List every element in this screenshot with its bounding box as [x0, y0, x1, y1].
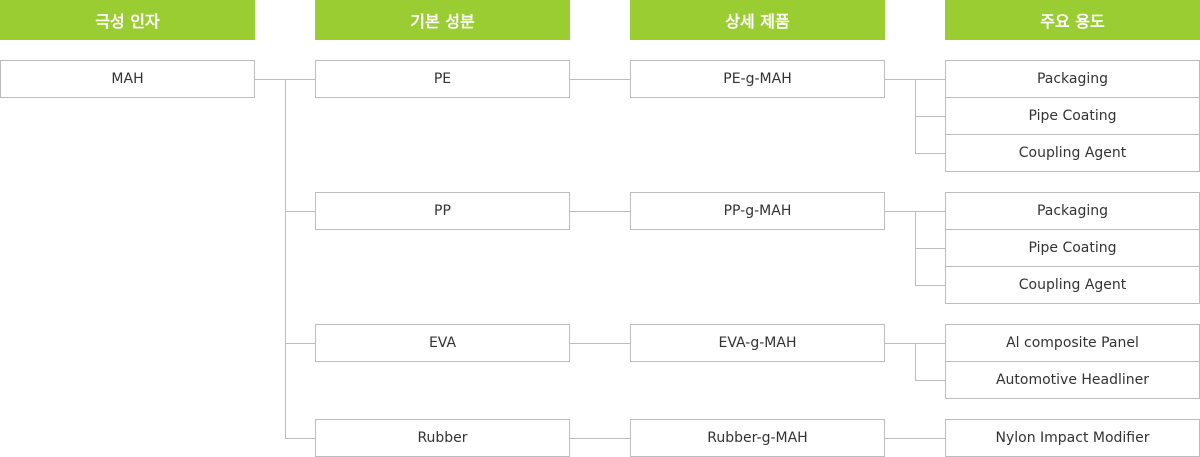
connector-rubber-use-1 [885, 438, 945, 439]
connector-pe-use-2 [915, 116, 945, 117]
use-node: Coupling Agent [945, 266, 1200, 304]
connector-rubber-product [570, 438, 630, 439]
product-node-eva-g-mah: EVA-g-MAH [630, 324, 885, 362]
header-detail-product: 상세 제품 [630, 0, 885, 40]
connector-pe-product [570, 79, 630, 80]
connector-eva-product [570, 343, 630, 344]
header-polar-factor: 극성 인자 [0, 0, 255, 40]
base-node-pe: PE [315, 60, 570, 98]
product-node-rubber-g-mah: Rubber-g-MAH [630, 419, 885, 457]
base-node-eva: EVA [315, 324, 570, 362]
connector-eva-use-2 [915, 380, 945, 381]
connector-root-rubber [285, 438, 315, 439]
connector-eva-uses-trunk [915, 343, 916, 381]
product-node-pe-g-mah: PE-g-MAH [630, 60, 885, 98]
use-node: Packaging [945, 192, 1200, 230]
base-node-pp: PP [315, 192, 570, 230]
header-main-use: 주요 용도 [945, 0, 1200, 40]
connector-pp-use-3 [915, 285, 945, 286]
connector-root-trunk [285, 79, 286, 439]
base-node-rubber: Rubber [315, 419, 570, 457]
header-base-component: 기본 성분 [315, 0, 570, 40]
use-node: Automotive Headliner [945, 361, 1200, 399]
use-node: Packaging [945, 60, 1200, 98]
root-node: MAH [0, 60, 255, 98]
use-node: Pipe Coating [945, 229, 1200, 267]
connector-pe-use-3 [915, 153, 945, 154]
use-node: Nylon Impact Modifier [945, 419, 1200, 457]
connector-root-eva [285, 343, 315, 344]
use-node: Al composite Panel [945, 324, 1200, 362]
product-node-pp-g-mah: PP-g-MAH [630, 192, 885, 230]
connector-pp-use-2 [915, 248, 945, 249]
use-node: Coupling Agent [945, 134, 1200, 172]
connector-pp-product [570, 211, 630, 212]
connector-root-pp [285, 211, 315, 212]
use-node: Pipe Coating [945, 97, 1200, 135]
